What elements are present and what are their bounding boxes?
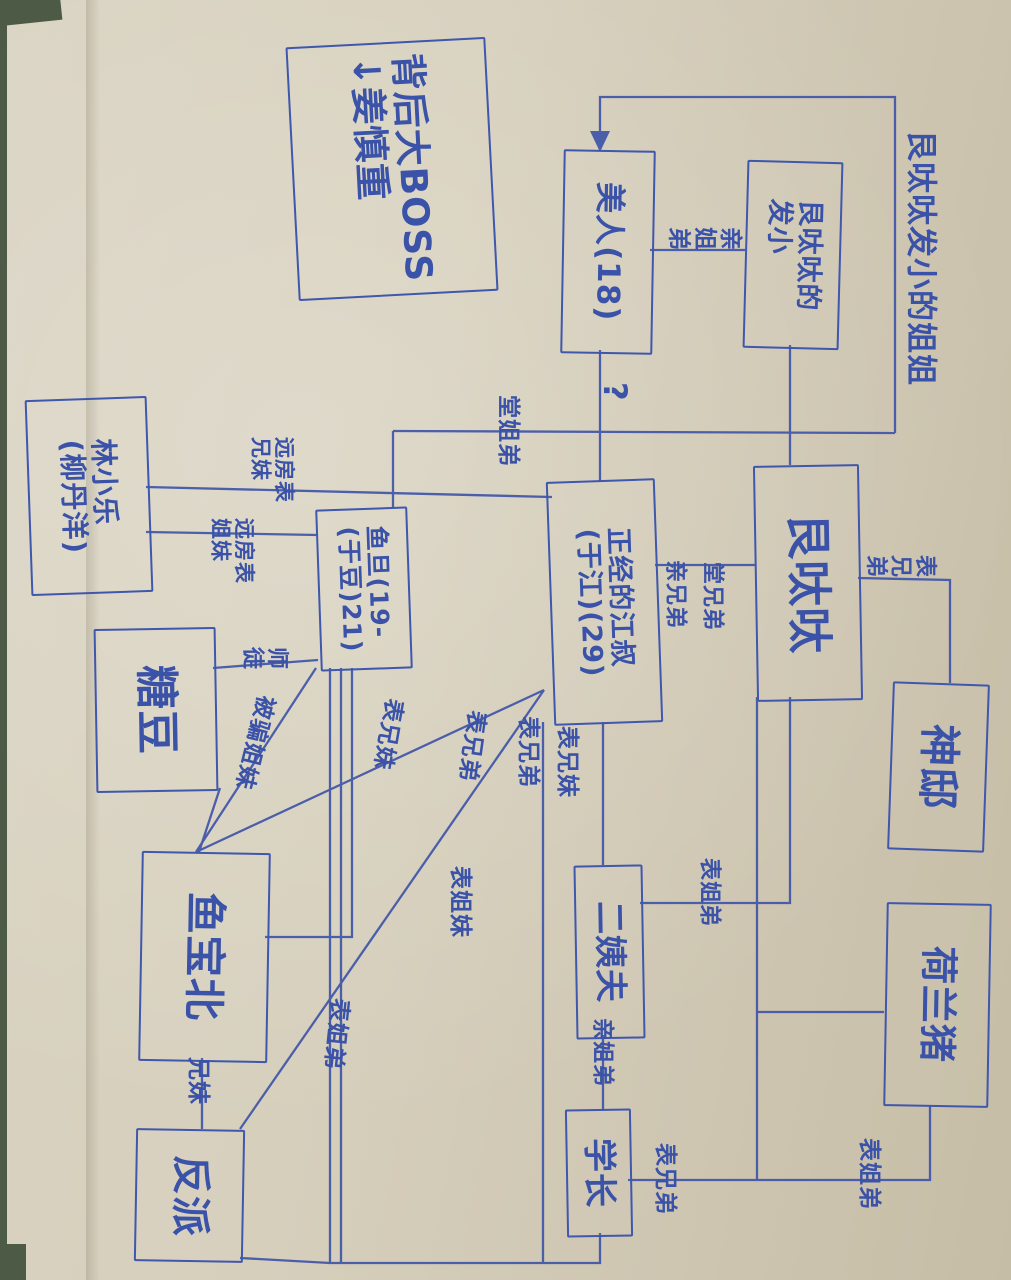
label-xiongmei: 兄妹: [184, 1057, 211, 1105]
box-faxiao: 艮呔呔的 发小: [742, 159, 844, 351]
box-shendi-text: 神邸: [912, 723, 965, 811]
box-behind-boss: 背后大BOSS ↓姜慎重: [285, 36, 499, 302]
label-qin-jiedi-bottom: 亲姐弟: [589, 1018, 615, 1088]
box-yudan: 鱼旦(19- (于豆)21): [315, 506, 413, 672]
box-tangdou-text: 糖豆: [129, 664, 183, 756]
box-jiangshu-text: 正经的江叔 (于江)(29): [571, 526, 639, 678]
label-yuanfang-biao-xiongmei: 远房表兄妹: [248, 437, 296, 503]
box-jiangshu: 正经的江叔 (于江)(29): [545, 478, 664, 726]
box-gendaidai: 艮呔呔: [752, 464, 864, 702]
label-shitu: 师徒: [239, 647, 289, 671]
box-eryifu: 二姨夫: [573, 864, 646, 1040]
box-yubaobei: 鱼宝北: [138, 850, 271, 1064]
box-behind-boss-text: 背后大BOSS ↓姜慎重: [344, 52, 441, 284]
photo-edge-bottom-left: [0, 1244, 26, 1280]
photo-edge-left: [0, 0, 7, 1280]
caption-gendaidai-faxiao-de-jiejie: 艮呔呔发小的姐姐: [902, 130, 939, 386]
box-helanzhu-text: 荷兰猪: [914, 946, 961, 1064]
box-xuezhang: 学长: [564, 1108, 634, 1238]
label-biao-xiongmei-mid: 表兄妹: [553, 726, 580, 798]
box-helanzhu: 荷兰猪: [883, 902, 992, 1108]
label-tang-xiongdi: 堂兄弟: [699, 562, 725, 632]
box-xuezhang-text: 学长: [578, 1137, 620, 1209]
label-biao-xiongdi-bottom: 表兄弟: [651, 1143, 678, 1215]
label-biao-jiedi-bottom-right: 表姐弟: [855, 1138, 882, 1210]
label-biao-jiemei-mid: 表姐妹: [446, 866, 473, 938]
box-fanpai: 反派: [133, 1128, 246, 1263]
question-mark-label: ?: [595, 382, 634, 402]
box-meiren-18: 美人(18): [560, 149, 656, 355]
box-faxiao-text: 艮呔呔的 发小: [763, 198, 826, 312]
box-yubaobei-text: 鱼宝北: [178, 892, 231, 1022]
box-linxiaole: 林小乐 (柳丹洋): [24, 395, 154, 597]
label-yuanfang-biao-jiemei: 远房表姐妹: [208, 518, 256, 584]
box-linxiaole-text: 林小乐 (柳丹洋): [55, 437, 123, 555]
paper-crease: [86, 0, 100, 1280]
arrowhead-into-meiren: [590, 131, 610, 152]
label-biao-jiedi-gendaidai-eryifu: 表姐弟: [696, 858, 722, 928]
label-biao-xiongdi-right: 表兄弟: [862, 555, 937, 579]
label-biao-xiongdi-left: 表兄弟: [514, 716, 541, 788]
box-eryifu-text: 二姨夫: [590, 900, 631, 1004]
box-tangdou: 糖豆: [93, 626, 219, 794]
box-shendi: 神邸: [887, 681, 990, 853]
box-gendaidai-text: 艮呔呔: [780, 512, 837, 654]
label-qin-jiedi-top: 亲姐弟: [665, 227, 744, 251]
box-yudan-text: 鱼旦(19- (于豆)21): [333, 524, 395, 653]
label-tang-jiedi: 堂姐弟: [494, 395, 521, 467]
label-qin-xiongdi: 亲兄弟: [662, 560, 688, 630]
box-meiren-18-text: 美人(18): [589, 181, 628, 323]
box-fanpai-text: 反派: [166, 1154, 214, 1237]
